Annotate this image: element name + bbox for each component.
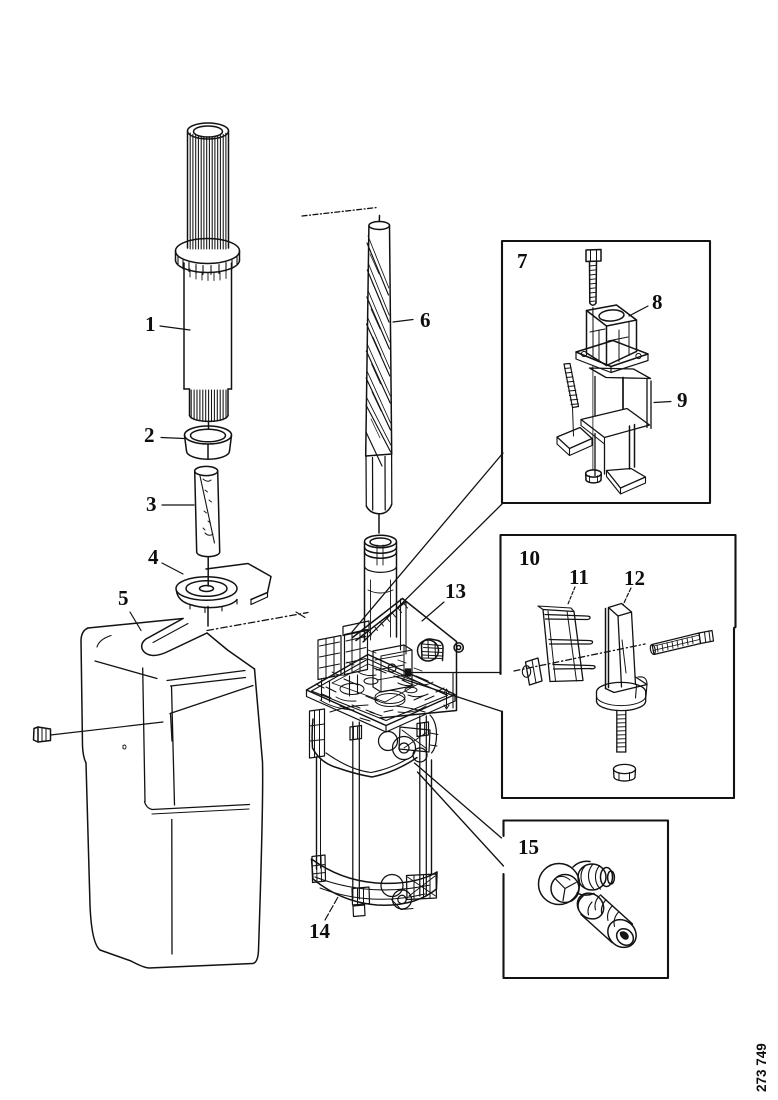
svg-text:3: 3: [146, 492, 157, 516]
svg-text:9: 9: [677, 388, 688, 412]
svg-text:15: 15: [518, 835, 539, 859]
svg-text:273 749: 273 749: [754, 1043, 769, 1092]
svg-text:5: 5: [118, 586, 129, 610]
svg-text:6: 6: [420, 308, 431, 332]
svg-text:14: 14: [309, 919, 331, 943]
svg-text:10: 10: [519, 546, 540, 570]
svg-text:11: 11: [569, 565, 589, 589]
svg-text:1: 1: [145, 312, 156, 336]
svg-text:13: 13: [445, 579, 466, 603]
svg-text:2: 2: [144, 423, 155, 447]
svg-text:4: 4: [148, 545, 159, 569]
svg-text:7: 7: [517, 249, 528, 273]
svg-text:12: 12: [624, 566, 645, 590]
svg-text:8: 8: [652, 290, 663, 314]
